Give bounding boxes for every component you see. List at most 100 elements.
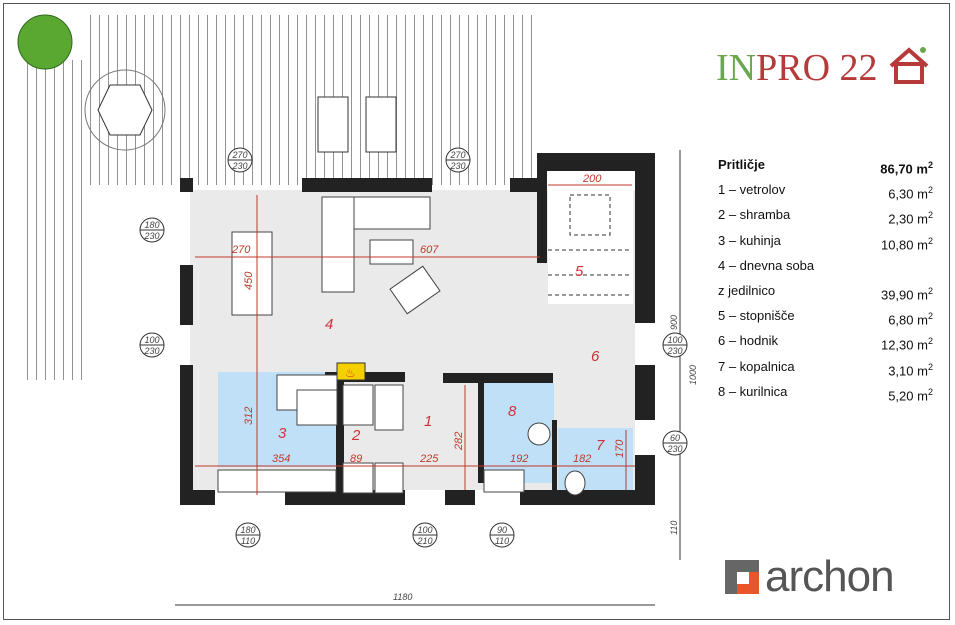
fireplace-icon bbox=[336, 362, 366, 381]
stairs-icon bbox=[548, 194, 630, 296]
room-area-value: 39,90 bbox=[880, 287, 914, 303]
legend-row: 5 – stopnišče 6,80 m2 bbox=[718, 306, 933, 331]
window-height: 230 bbox=[666, 346, 682, 356]
drawing-frame bbox=[3, 3, 950, 620]
dim-450: 450 bbox=[243, 271, 255, 290]
room-area: 5,20 m2 bbox=[888, 382, 933, 407]
room-number-6: 6 bbox=[591, 348, 600, 365]
dimension-lines bbox=[195, 184, 635, 495]
legend-row: 1 – vetrolov 6,30 m2 bbox=[718, 180, 933, 205]
dim-607: 607 bbox=[420, 244, 439, 256]
dim-1000: 1000 bbox=[688, 365, 698, 385]
unit-sup: 2 bbox=[927, 185, 933, 196]
room-area: 3,10 m2 bbox=[888, 357, 933, 382]
room-number-7: 7 bbox=[596, 437, 605, 454]
window-height: 230 bbox=[666, 444, 682, 454]
legend-header: Pritličje 86,70 m2 bbox=[718, 155, 933, 180]
sunbed-icon bbox=[317, 96, 397, 153]
window-height: 210 bbox=[416, 536, 432, 546]
unit: m bbox=[917, 236, 928, 252]
dim-270: 270 bbox=[231, 244, 251, 256]
dim-1180: 1180 bbox=[393, 592, 412, 602]
room-area: 39,90 m2 bbox=[881, 281, 933, 306]
logo-text-red: PRO 22 bbox=[756, 47, 878, 89]
legend-row: 3 – kuhinja 10,80 m2 bbox=[718, 231, 933, 256]
patio-table-icon bbox=[84, 69, 166, 151]
room-area-value: 2,30 bbox=[888, 211, 914, 227]
unit-sup: 2 bbox=[927, 210, 933, 221]
window-width: 180 bbox=[240, 525, 255, 535]
unit-sup: 2 bbox=[927, 285, 933, 296]
room-number-4: 4 bbox=[325, 316, 333, 333]
dim-110: 110 bbox=[669, 521, 679, 535]
room-number-1: 1 bbox=[424, 413, 432, 430]
room-area-value: 5,20 bbox=[888, 388, 914, 404]
unit: m bbox=[917, 337, 928, 353]
side-deck bbox=[20, 60, 90, 380]
unit: m bbox=[917, 186, 928, 202]
room-area: 12,30 m2 bbox=[881, 331, 933, 356]
window-width: 180 bbox=[144, 220, 159, 230]
dimension-labels: 270 607 450 200 312 354 89 225 282 192 1… bbox=[231, 173, 698, 602]
room-area-value: 12,30 bbox=[880, 337, 914, 353]
window-width: 100 bbox=[144, 335, 159, 345]
stair-floor bbox=[548, 172, 633, 304]
window-height: 230 bbox=[231, 161, 247, 171]
room-area: 6,80 m2 bbox=[888, 306, 933, 331]
house-logo-icon bbox=[889, 47, 929, 84]
dim-182: 182 bbox=[573, 453, 591, 465]
room-label: 5 – stopnišče bbox=[718, 308, 795, 324]
window-width: 60 bbox=[670, 433, 680, 443]
window-width: 270 bbox=[449, 150, 465, 160]
room-label: 4 – dnevna soba bbox=[718, 257, 815, 273]
room-number-8: 8 bbox=[508, 403, 517, 420]
dim-170: 170 bbox=[614, 439, 626, 458]
room-area-value: 6,80 bbox=[888, 312, 914, 328]
unit-sup: 2 bbox=[927, 386, 933, 397]
terrace-deck bbox=[90, 15, 540, 185]
window-height: 230 bbox=[143, 231, 159, 241]
dim-900: 900 bbox=[669, 315, 679, 330]
inpro-logo: INPRO 22 bbox=[716, 40, 931, 90]
legend-row: 4 – dnevna soba bbox=[718, 256, 933, 281]
room-area-value: 3,10 bbox=[888, 362, 914, 378]
unit-sup: 2 bbox=[927, 336, 933, 347]
dim-354: 354 bbox=[272, 453, 290, 465]
room-label: 1 – vetrolov bbox=[718, 182, 786, 198]
legend-row: 2 – shramba 2,30 m2 bbox=[718, 205, 933, 230]
room-label: 3 – kuhinja bbox=[718, 232, 781, 248]
window-height: 230 bbox=[143, 346, 159, 356]
window-tags: 2702302702301802301002301002306023018011… bbox=[139, 147, 688, 548]
fire-glyph: ♨ bbox=[345, 366, 356, 380]
room-area: 10,80 m2 bbox=[881, 231, 933, 256]
dim-89: 89 bbox=[350, 453, 362, 465]
room-label: 2 – shramba bbox=[718, 207, 791, 223]
unit-sup: 2 bbox=[927, 361, 933, 372]
window-height: 110 bbox=[241, 536, 255, 546]
unit: m bbox=[917, 312, 928, 328]
dim-192: 192 bbox=[510, 453, 528, 465]
unit-sup: 2 bbox=[927, 160, 933, 170]
dim-282: 282 bbox=[453, 432, 465, 451]
furniture bbox=[217, 196, 586, 496]
room-area: 2,30 m2 bbox=[888, 205, 933, 230]
dim-225: 225 bbox=[419, 453, 439, 465]
dim-312: 312 bbox=[243, 407, 255, 425]
unit: m bbox=[917, 211, 928, 227]
legend-total: 86,70 bbox=[880, 161, 913, 177]
room-area-value: 6,30 bbox=[888, 186, 914, 202]
